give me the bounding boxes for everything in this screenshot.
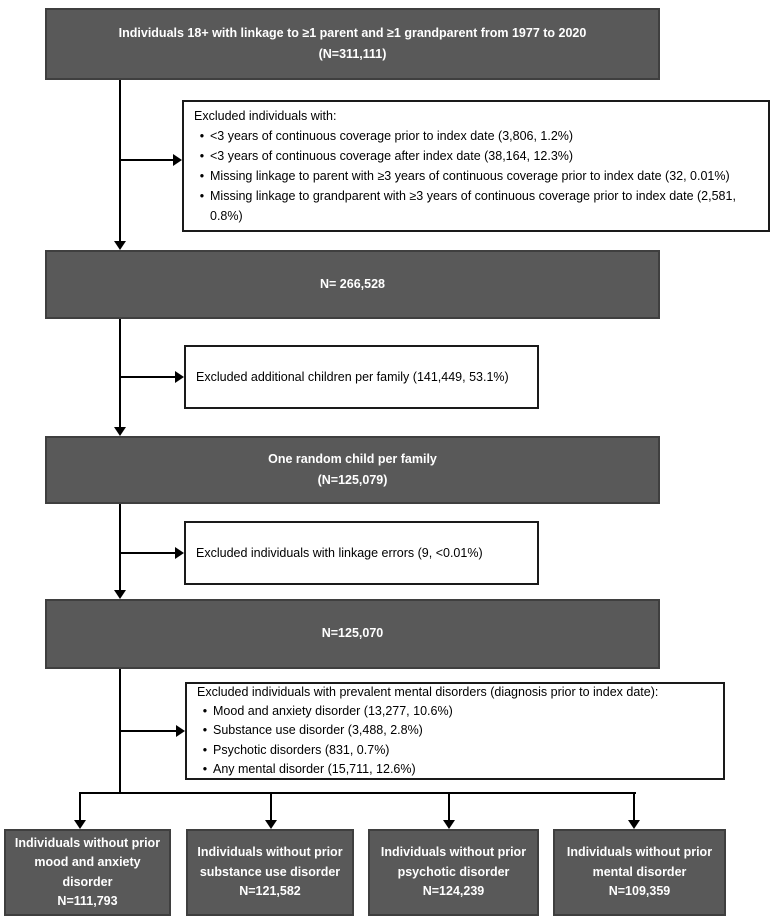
exclusion-box-linkage-errors: Excluded individuals with linkage errors… [184,521,539,585]
arrowhead-down-icon [114,427,126,436]
exclusion-box-additional-children: Excluded additional children per family … [184,345,539,409]
box-line: One random child per family [268,451,437,466]
outcome-n: N=124,239 [422,884,485,899]
arrowhead-right-icon [175,547,184,559]
outcome-label: Individuals without prior mental disorde… [566,845,713,879]
bullet-icon: • [199,149,205,163]
bullet-icon: • [202,703,208,718]
bullet-icon: • [199,169,205,183]
connector-branch-1 [120,159,175,161]
connector-branch-3 [120,552,175,554]
exclusion-bullet: • <3 years of continuous coverage after … [194,146,573,166]
outcome-box-psychotic: Individuals without prior psychotic diso… [368,829,539,916]
arrowhead-down-icon [443,820,455,829]
box-after-coverage-exclusions: N= 266,528 [45,250,660,319]
connector-drop-1 [79,792,81,820]
arrowhead-right-icon [175,371,184,383]
box-line: Individuals 18+ with linkage to ≥1 paren… [118,25,587,40]
exclusion-box-prevalent-disorders: Excluded individuals with prevalent ment… [185,682,725,780]
box-line: N=125,070 [321,626,384,641]
arrowhead-right-icon [173,154,182,166]
box-one-random-child: One random child per family (N=125,079) [45,436,660,504]
exclusion-title: Excluded individuals with prevalent ment… [197,684,659,699]
exclusion-bullet: • Any mental disorder (15,711, 12.6%) [197,760,416,779]
outcome-label: Individuals without prior psychotic diso… [380,845,527,879]
box-line: (N=125,079) [317,473,388,487]
exclusion-text: Excluded individuals with linkage errors… [196,546,483,560]
arrowhead-down-icon [628,820,640,829]
connector-distributor [79,792,636,794]
arrowhead-down-icon [74,820,86,829]
connector-branch-4 [120,730,176,732]
exclusion-bullet: • Substance use disorder (3,488, 2.8%) [197,721,423,740]
connector-drop-4 [633,792,635,820]
box-line: (N=311,111) [318,47,387,61]
connector-stem-2 [119,319,121,427]
outcome-box-substance-use: Individuals without prior substance use … [186,829,354,916]
outcome-n: N=111,793 [57,893,118,908]
connector-drop-2 [270,792,272,820]
exclusion-bullet: • Missing linkage to grandparent with ≥3… [194,186,758,226]
bullet-icon: • [202,762,208,777]
connector-stem-1 [119,80,121,242]
exclusion-title: Excluded individuals with: [194,109,337,123]
exclusion-text: Excluded additional children per family … [196,370,509,384]
connector-drop-3 [448,792,450,820]
bullet-icon: • [199,129,205,143]
arrowhead-down-icon [114,241,126,250]
box-after-linkage-errors: N=125,070 [45,599,660,669]
bullet-icon: • [202,742,208,757]
outcome-n: N=109,359 [608,884,671,899]
bullet-icon: • [202,723,208,738]
box-line: N= 266,528 [320,276,385,291]
bullet-icon: • [199,189,205,203]
arrowhead-right-icon [176,725,185,737]
exclusion-bullet: • Missing linkage to parent with ≥3 year… [194,166,730,186]
arrowhead-down-icon [265,820,277,829]
connector-stem-3 [119,504,121,590]
exclusion-bullet: • <3 years of continuous coverage prior … [194,126,573,146]
outcome-n: N=121,582 [239,884,301,899]
exclusion-bullet: • Mood and anxiety disorder (13,277, 10.… [197,702,453,721]
outcome-box-mood-anxiety: Individuals without prior mood and anxie… [4,829,171,916]
connector-branch-2 [120,376,175,378]
exclusion-box-coverage: Excluded individuals with: • <3 years of… [182,100,770,232]
exclusion-bullet: • Psychotic disorders (831, 0.7%) [197,741,390,760]
arrowhead-down-icon [114,590,126,599]
outcome-label: Individuals without prior substance use … [197,845,343,879]
outcome-box-mental: Individuals without prior mental disorde… [553,829,726,916]
box-initial-cohort: Individuals 18+ with linkage to ≥1 paren… [45,8,660,80]
outcome-label: Individuals without prior mood and anxie… [14,835,161,889]
